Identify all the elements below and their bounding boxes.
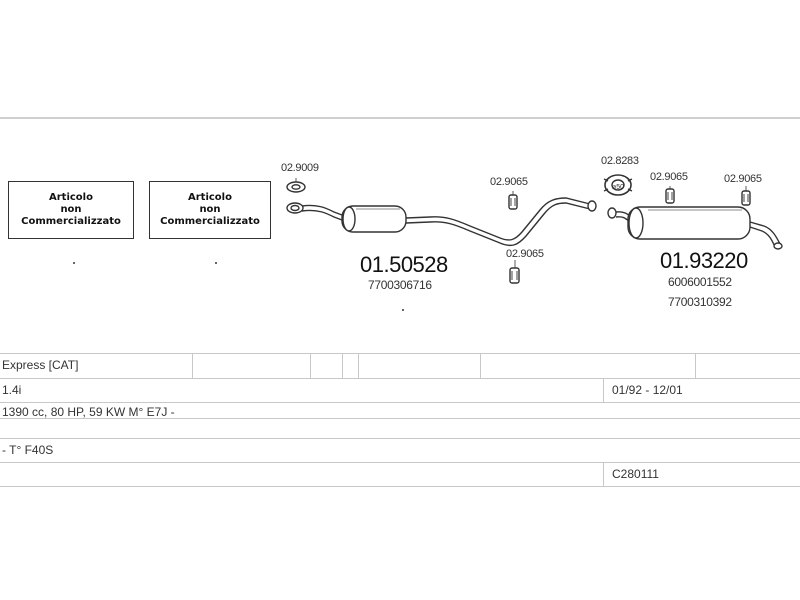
clamp-rear-right-icon xyxy=(741,190,751,206)
pipe-end-icon xyxy=(587,200,597,212)
ring-code: 02.8283 xyxy=(601,155,639,167)
not-available-line3: Commercializzato xyxy=(21,216,121,227)
table-vline xyxy=(603,379,604,402)
clamp-top-icon xyxy=(508,194,518,210)
front-oem-number: 7700306716 xyxy=(368,278,432,292)
clamp-top-code: 02.9065 xyxy=(490,176,528,188)
not-available-line3: Commercializzato xyxy=(160,216,260,227)
rubber-ring-icon xyxy=(603,174,633,196)
table-line xyxy=(0,438,800,439)
table-line xyxy=(0,353,800,354)
clamp-rear-left-code: 02.9065 xyxy=(650,171,688,183)
front-part-number: 01.50528 xyxy=(360,252,448,277)
years-cell: 01/92 - 12/01 xyxy=(612,383,683,397)
front-pipe xyxy=(301,204,343,216)
table-line xyxy=(0,462,800,463)
marker-dot xyxy=(402,309,404,311)
table-vline xyxy=(603,463,604,486)
top-divider xyxy=(0,117,800,119)
engine-cell: 1.4i xyxy=(2,383,22,397)
not-available-line1: Articolo xyxy=(49,192,93,203)
not-available-line2: non xyxy=(60,204,82,215)
clamp-bottom-code: 02.9065 xyxy=(506,248,544,260)
not-available-box-1: Articolo non Commercializzato xyxy=(8,181,134,239)
ring-label: ⌀50 xyxy=(612,184,624,191)
table-line xyxy=(0,486,800,487)
not-available-line2: non xyxy=(199,204,221,215)
rear-oem-number-1: 6006001552 xyxy=(668,275,732,289)
table-line xyxy=(0,402,800,403)
clamp-bottom-icon xyxy=(509,267,520,284)
gearbox-cell: - T° F40S xyxy=(2,443,54,457)
model-cell: Express [CAT] xyxy=(2,358,79,372)
table-vline xyxy=(192,354,193,378)
clamp-rear-right-code: 02.9065 xyxy=(724,173,762,185)
specs-cell: 1390 cc, 80 HP, 59 KW M° E7J - xyxy=(2,405,175,419)
table-vline xyxy=(358,354,359,378)
intermediate-pipe xyxy=(405,197,591,241)
table-line xyxy=(0,418,800,419)
leader-lines xyxy=(295,178,747,268)
code-cell: C280111 xyxy=(612,467,659,481)
table-vline xyxy=(342,354,343,378)
not-available-box-2: Articolo non Commercializzato xyxy=(149,181,271,239)
table-vline xyxy=(480,354,481,378)
marker-dot xyxy=(215,262,217,264)
rear-oem-number-2: 7700310392 xyxy=(668,295,732,309)
front-gasket-icon xyxy=(286,181,306,193)
middle-silencer-icon xyxy=(341,205,407,233)
not-available-line1: Articolo xyxy=(188,192,232,203)
table-vline xyxy=(310,354,311,378)
rear-part-number: 01.93220 xyxy=(660,248,748,273)
table-line xyxy=(0,378,800,379)
clamp-rear-left-icon xyxy=(665,188,675,204)
table-vline xyxy=(695,354,696,378)
rear-silencer-icon xyxy=(607,206,751,240)
marker-dot xyxy=(73,262,75,264)
tail-pipe xyxy=(749,221,781,245)
front-flange-icon xyxy=(286,202,304,214)
front-gasket-code: 02.9009 xyxy=(281,162,319,174)
